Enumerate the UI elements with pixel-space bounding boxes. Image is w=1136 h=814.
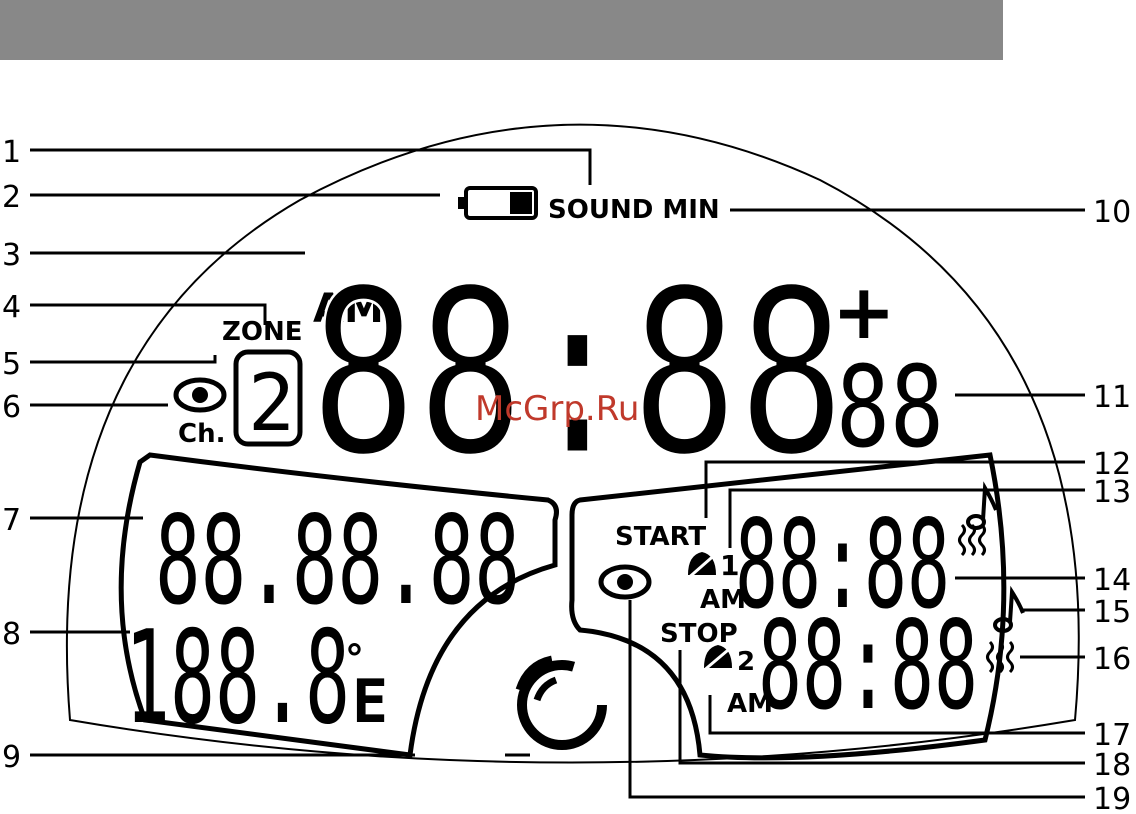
callout-number: 15 (1093, 595, 1131, 630)
main-time-display: 88:88 (310, 240, 845, 506)
callout-number: 18 (1093, 748, 1131, 783)
eye-icon (601, 567, 649, 597)
callout-number: 19 (1093, 782, 1131, 814)
bell-icon (702, 645, 734, 672)
callout-number: 13 (1093, 475, 1131, 510)
callout-number: 8 (2, 617, 21, 652)
callout-number: 1 (2, 135, 21, 170)
callout-number: 16 (1093, 642, 1131, 677)
callout-number: 6 (2, 390, 21, 425)
callout-number: 2 (2, 180, 21, 215)
refresh-ring-icon (520, 660, 602, 745)
vibrate-icon (960, 525, 985, 555)
zone-digit: 2 (248, 359, 295, 449)
alarm2-number: 2 (737, 647, 755, 677)
alarm2-time: 88:88 (758, 595, 978, 737)
watermark: McGrp.Ru (475, 389, 639, 429)
callout-number: 3 (2, 238, 21, 273)
channel-label: Ch. (178, 419, 225, 449)
callout-number: 7 (2, 503, 21, 538)
music-note-icon (995, 592, 1023, 631)
seconds-display: 88 (836, 343, 944, 473)
callout-number: 14 (1093, 563, 1131, 598)
callout-number: 10 (1093, 195, 1131, 230)
eye-icon (176, 380, 224, 410)
stop-label: STOP (660, 619, 738, 649)
callout-number: 4 (2, 290, 21, 325)
sound-min-label: SOUND MIN (548, 195, 720, 225)
music-note-icon (968, 488, 996, 528)
callout-number: 5 (2, 347, 21, 382)
temperature-display: 188.8 (125, 604, 350, 753)
callout-number: 11 (1093, 380, 1131, 415)
callout-number: 9 (2, 740, 21, 775)
bell-icon (686, 552, 718, 580)
battery-icon (458, 188, 536, 218)
start-label: START (615, 522, 706, 552)
temperature-unit: E (352, 667, 388, 737)
zone-label: ZONE (222, 317, 302, 347)
